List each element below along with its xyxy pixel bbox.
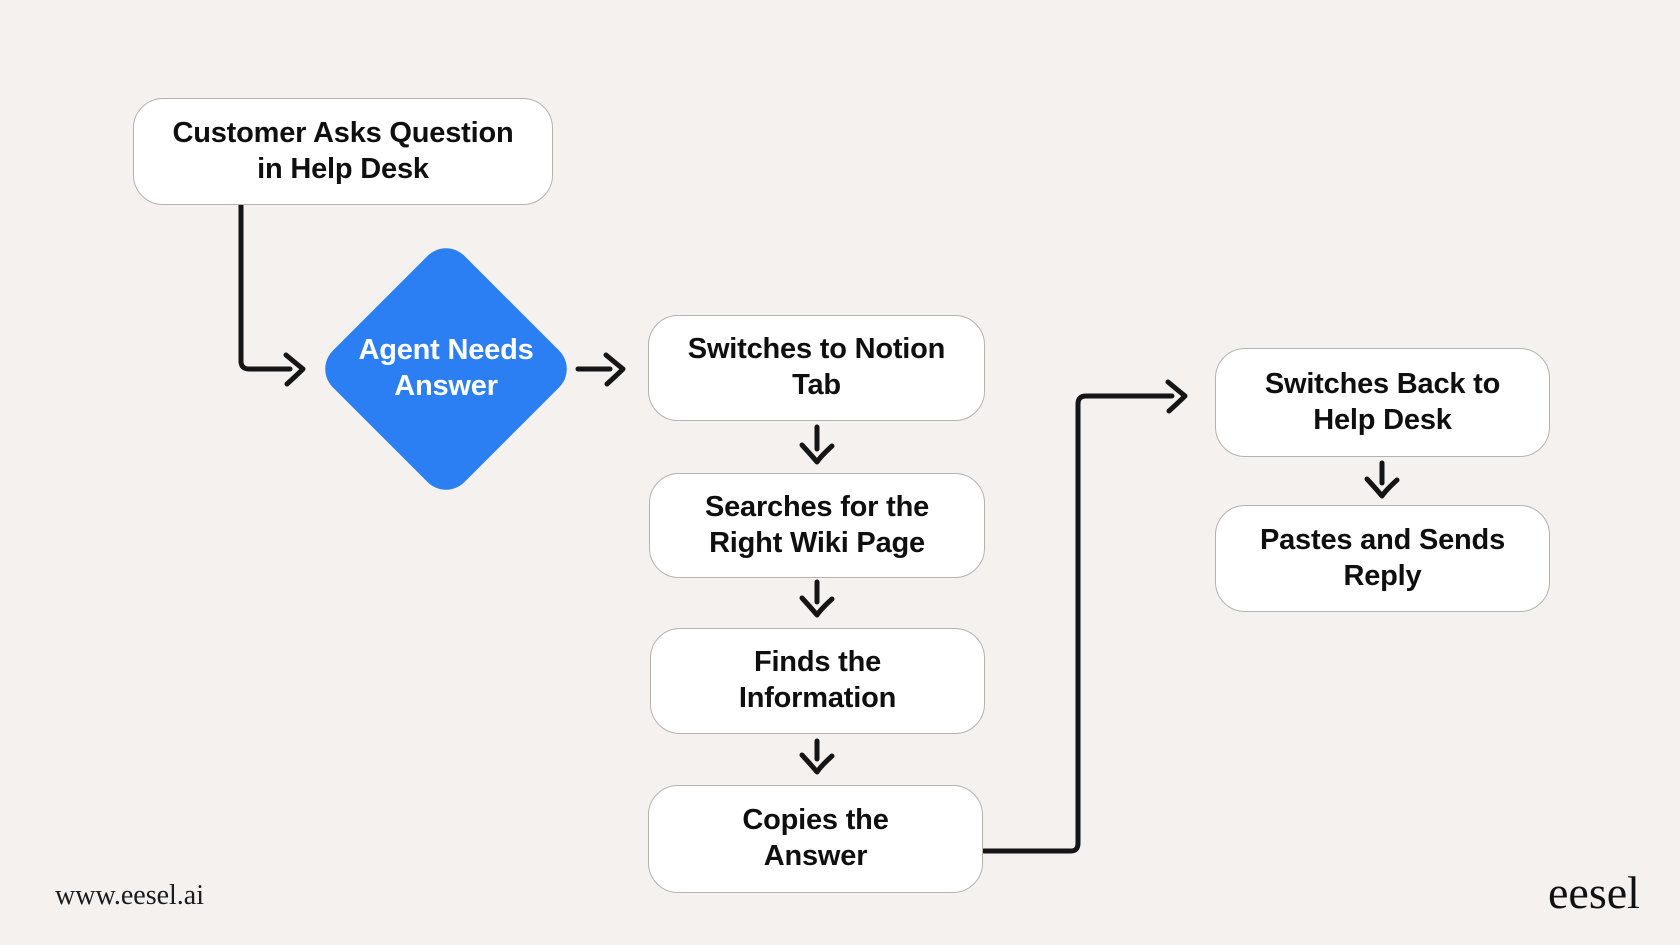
node-label: Pastes and Sends Reply bbox=[1259, 523, 1505, 592]
node-switch-back: Switches Back to Help Desk bbox=[1215, 348, 1550, 457]
arrowhead-right-icon bbox=[603, 352, 626, 387]
node-agent-needs-answer: Agent Needs Answer bbox=[314, 237, 578, 501]
connector-copy-to-switchback bbox=[981, 393, 1175, 854]
node-label: Agent Needs Answer bbox=[358, 334, 534, 402]
node-label: Searches for the Right Wiki Page bbox=[704, 490, 930, 559]
arrowhead-down-icon bbox=[799, 442, 835, 465]
node-customer-question: Customer Asks Question in Help Desk bbox=[133, 98, 553, 205]
node-label: Copies the Answer bbox=[742, 804, 889, 872]
decision-diamond-inner: Agent Needs Answer bbox=[353, 276, 539, 462]
node-label: Finds the Information bbox=[738, 646, 897, 714]
arrowhead-down-icon bbox=[799, 595, 835, 618]
brand-wordmark: eesel bbox=[1548, 867, 1640, 918]
website-url-text: www.eesel.ai bbox=[55, 880, 205, 911]
node-switch-notion: Switches to Notion Tab bbox=[648, 315, 985, 421]
node-label: Customer Asks Question in Help Desk bbox=[172, 116, 514, 185]
arrowhead-down-icon bbox=[799, 752, 835, 775]
arrowhead-down-icon bbox=[1364, 476, 1400, 499]
node-find-info: Finds the Information bbox=[650, 628, 985, 734]
node-copy-answer: Copies the Answer bbox=[648, 785, 983, 893]
node-search-wiki: Searches for the Right Wiki Page bbox=[649, 473, 985, 578]
node-label: Switches to Notion Tab bbox=[687, 333, 946, 401]
arrowhead-right-icon bbox=[283, 352, 306, 387]
node-paste-send: Pastes and Sends Reply bbox=[1215, 505, 1550, 612]
arrowhead-right-icon bbox=[1165, 379, 1188, 414]
node-label: Switches Back to Help Desk bbox=[1264, 367, 1501, 436]
connector-customer-to-decision bbox=[238, 201, 293, 372]
